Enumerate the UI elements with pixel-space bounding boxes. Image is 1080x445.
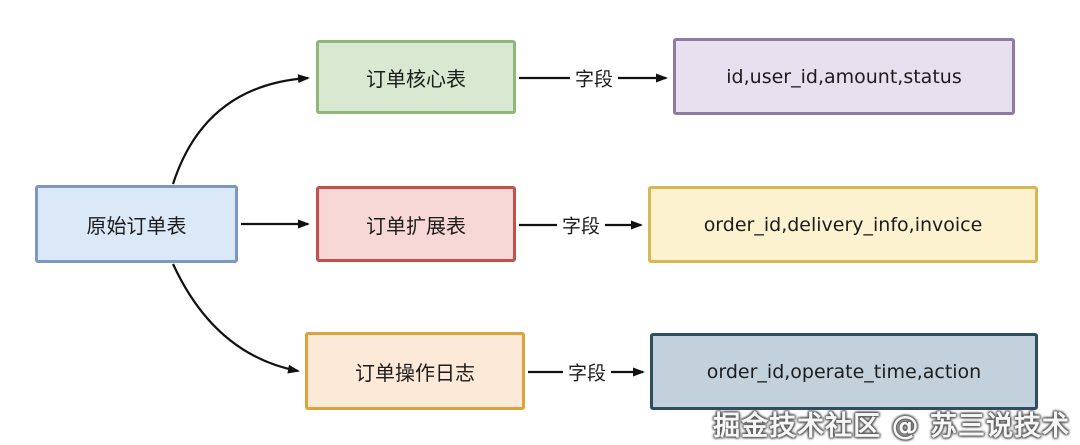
arrow-source-to-log bbox=[172, 263, 300, 374]
node-order-log-table-label: 订单操作日志 bbox=[355, 360, 475, 385]
node-order-core-fields-label: id,user_id,amount,status bbox=[726, 65, 962, 88]
node-order-log-fields: order_id,operate_time,action bbox=[650, 333, 1038, 410]
node-order-log-fields-label: order_id,operate_time,action bbox=[706, 360, 982, 383]
arrow-source-to-core bbox=[171, 74, 310, 185]
node-order-log-table: 订单操作日志 bbox=[305, 332, 525, 410]
node-order-ext-table: 订单扩展表 bbox=[316, 186, 516, 262]
node-source-table: 原始订单表 bbox=[35, 185, 238, 263]
node-order-ext-fields: order_id,delivery_info,invoice bbox=[648, 186, 1038, 263]
edge-label-fields-core: 字段 bbox=[569, 64, 619, 92]
edge-label-fields-log: 字段 bbox=[562, 358, 612, 386]
edge-label-fields-ext: 字段 bbox=[556, 211, 606, 239]
node-order-ext-table-label: 订单扩展表 bbox=[366, 213, 466, 238]
node-order-core-table-label: 订单核心表 bbox=[366, 66, 466, 91]
node-order-core-fields: id,user_id,amount,status bbox=[673, 38, 1015, 115]
watermark-text: 掘金技术社区 @ 苏三说技术 bbox=[713, 411, 1070, 442]
node-order-ext-fields-label: order_id,delivery_info,invoice bbox=[703, 213, 983, 236]
node-order-core-table: 订单核心表 bbox=[316, 40, 516, 114]
node-source-table-label: 原始订单表 bbox=[86, 213, 187, 238]
